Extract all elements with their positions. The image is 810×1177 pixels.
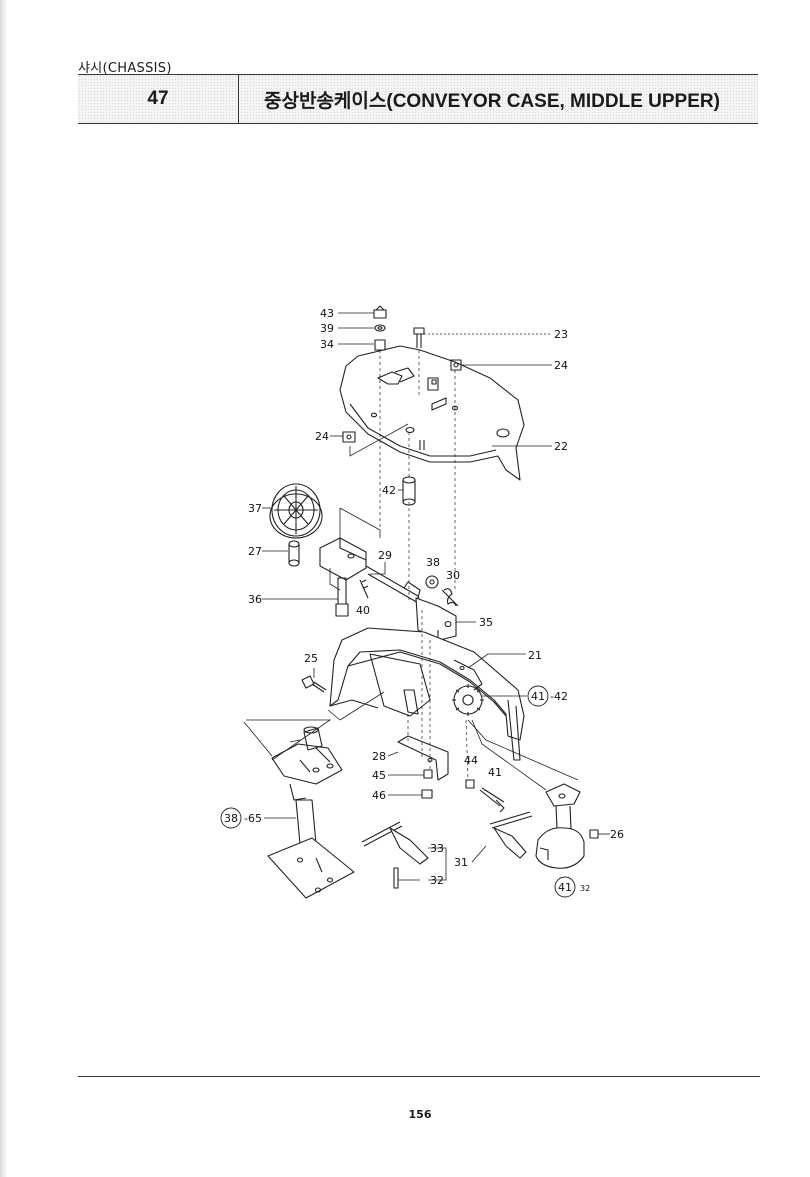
part-label-22: 22 <box>554 440 568 453</box>
lower-bracket-drawing <box>397 735 449 781</box>
top-plate-drawing <box>339 345 525 481</box>
header-top-rule <box>78 74 758 75</box>
pulley-drawing <box>269 483 323 539</box>
chain-links-drawing <box>361 811 533 889</box>
part-label-41-circled: 41 <box>531 690 545 703</box>
figure-number: 47 <box>147 88 169 109</box>
alignment-lines <box>379 350 469 781</box>
header-divider <box>238 75 239 123</box>
top-hardware-drawing <box>342 305 462 443</box>
part-label-32: 32 <box>430 874 444 887</box>
part-label-24-left: 24 <box>315 430 329 443</box>
part-label-42-ref: -42 <box>550 690 568 703</box>
figure-title: 중상반송케이스(CONVEYOR CASE, MIDDLE UPPER) <box>264 90 720 112</box>
part-label-38: 38 <box>426 556 440 569</box>
part-label-34: 34 <box>320 338 334 351</box>
bracket-shaft-drawing <box>319 537 421 605</box>
part-label-41: 41 <box>488 766 502 779</box>
bolt-25-drawing <box>301 675 327 693</box>
header-bottom-rule <box>78 123 758 124</box>
tension-bracket-drawing <box>415 597 457 642</box>
part-label-39: 39 <box>320 322 334 335</box>
part-label-40: 40 <box>356 604 370 617</box>
part-label-28: 28 <box>372 750 386 763</box>
part-label-32-ref: 32 <box>580 884 590 893</box>
part-label-31: 31 <box>454 856 468 869</box>
part-label-27: 27 <box>248 545 262 558</box>
collar-drawing <box>288 540 300 567</box>
part-label-21: 21 <box>528 649 542 662</box>
footer-rule <box>78 1076 760 1077</box>
part-label-43: 43 <box>320 307 334 320</box>
part-label-41-circled-lower: 41 <box>558 881 572 894</box>
header-band: 47 중상반송케이스(CONVEYOR CASE, MIDDLE UPPER) <box>78 75 758 123</box>
part-label-33: 33 <box>430 842 444 855</box>
part-label-36: 36 <box>248 593 262 606</box>
small-nuts-drawing <box>421 769 505 813</box>
support-stand-drawing <box>267 726 355 899</box>
part-label-65-ref: -65 <box>244 812 262 825</box>
bolt-pin-drawing <box>335 577 369 617</box>
part-label-35: 35 <box>479 616 493 629</box>
part-label-37: 37 <box>248 502 262 515</box>
page-edge-shadow <box>0 0 8 1177</box>
part-label-26: 26 <box>610 828 624 841</box>
part-label-23: 23 <box>554 328 568 341</box>
part-label-24: 24 <box>554 359 568 372</box>
part-label-42: 42 <box>382 484 396 497</box>
spacer-drawing <box>402 476 416 506</box>
part-label-38-circled: 38 <box>224 812 238 825</box>
section-label: 샤시(CHASSIS) <box>78 61 172 76</box>
part-label-30: 30 <box>446 569 460 582</box>
part-label-25: 25 <box>304 652 318 665</box>
sprocket-drawing <box>452 684 484 716</box>
lower-right-bracket-drawing <box>535 783 599 869</box>
page-number: 156 <box>408 1108 432 1121</box>
part-label-45: 45 <box>372 769 386 782</box>
part-label-29: 29 <box>378 549 392 562</box>
part-label-44: 44 <box>464 754 478 767</box>
part-label-46: 46 <box>372 789 386 802</box>
part-labels: 43 39 34 23 24 24 22 42 37 27 29 38 30 3… <box>224 307 624 894</box>
frame-ring-drawing <box>329 627 525 761</box>
callout-circles <box>220 685 576 898</box>
washer-spring-drawing <box>425 575 459 607</box>
leader-lines <box>243 312 610 881</box>
